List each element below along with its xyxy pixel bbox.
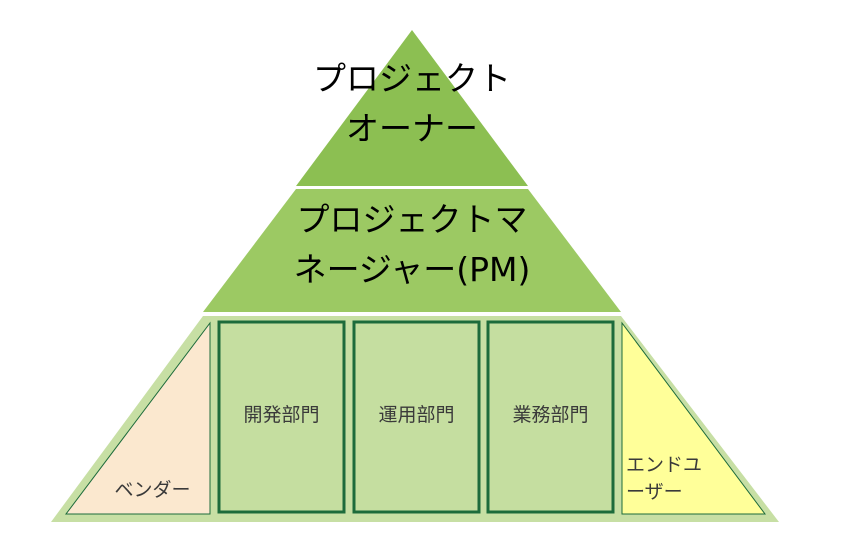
tier-project-manager bbox=[203, 189, 621, 312]
end-user-label: エンドユ ーザー bbox=[626, 452, 716, 506]
department-box-operations bbox=[352, 320, 481, 514]
department-box-business bbox=[486, 320, 615, 514]
end-user-line1: エンドユ bbox=[626, 454, 703, 476]
vendor-triangle bbox=[64, 321, 211, 515]
end-user-triangle bbox=[621, 321, 766, 515]
department-label-operations: 運用部門 bbox=[378, 404, 455, 426]
project-owner-line1: プロジェクト bbox=[313, 59, 511, 98]
project-manager-label: プロジェクトマ ネージャー(PM) bbox=[232, 195, 592, 295]
department-box-development bbox=[217, 320, 346, 514]
project-manager-line1: プロジェクトマ bbox=[296, 200, 528, 239]
project-owner-line2: オーナー bbox=[346, 109, 478, 148]
department-label-development: 開発部門 bbox=[243, 404, 320, 426]
project-manager-line2: ネージャー(PM) bbox=[293, 250, 531, 289]
project-owner-label: プロジェクト オーナー bbox=[262, 54, 562, 154]
end-user-line2: ーザー bbox=[626, 481, 683, 503]
vendor-label: ベンダー bbox=[114, 479, 191, 501]
tier-project-owner bbox=[296, 30, 528, 186]
department-label-business: 業務部門 bbox=[512, 404, 589, 426]
